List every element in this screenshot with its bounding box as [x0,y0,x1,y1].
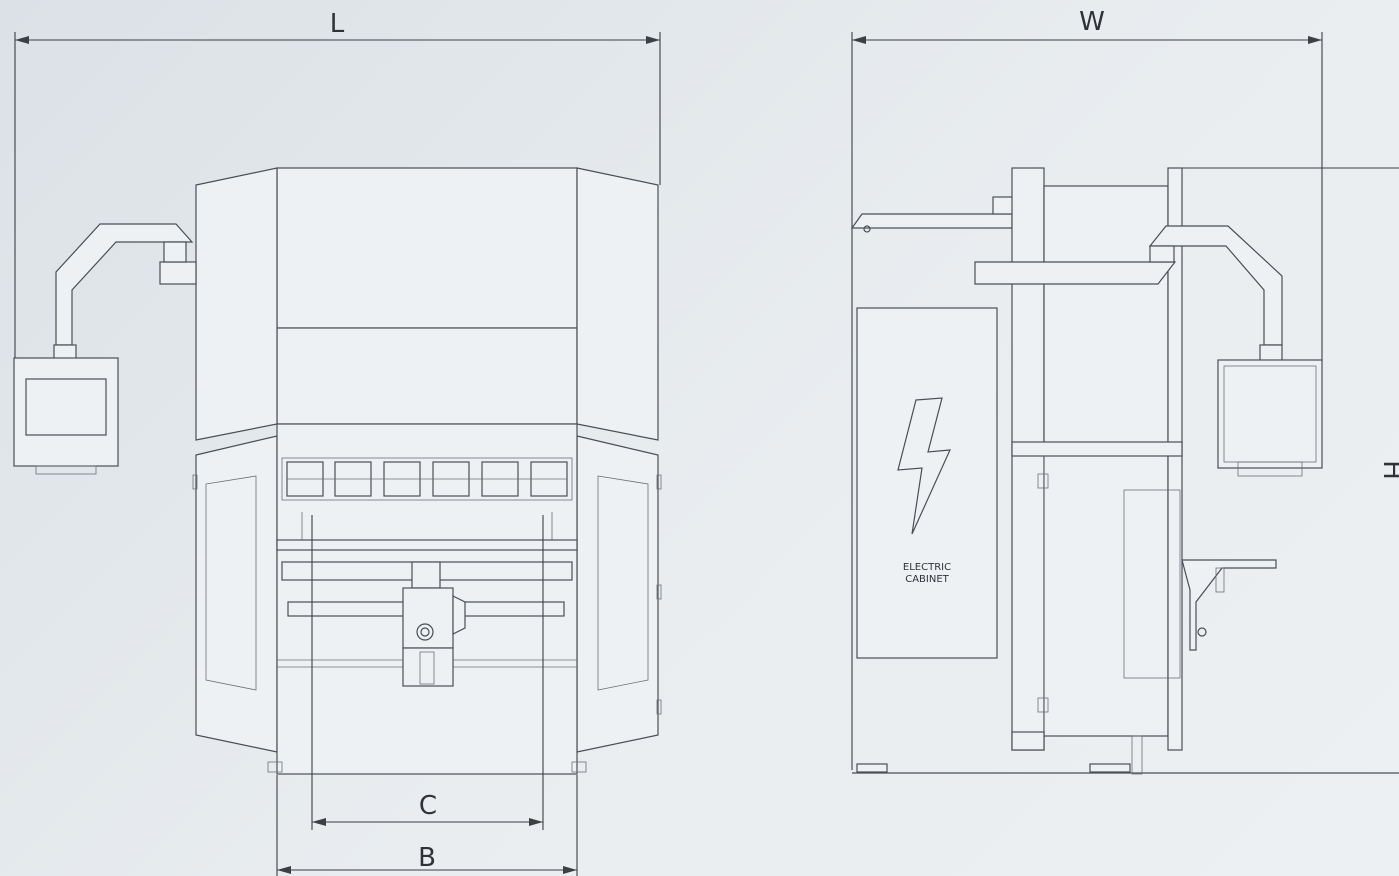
backgauge-carriage [402,561,466,687]
cabinet-label-line2: CABINET [905,574,949,585]
dimension-L: L [14,9,661,360]
side-frame-column [1011,167,1045,751]
dimension-W: W [851,7,1323,770]
bed-top [276,539,578,551]
dimension-C: C [311,515,544,830]
control-panel [13,357,119,475]
front-support-arm [1181,559,1277,651]
control-panel-arm [53,223,197,362]
dimension-B-label: B [418,843,436,873]
lightning-bolt-icon [897,397,951,535]
dimension-C-label: C [419,791,437,821]
right-side-frame [576,167,659,441]
side-view: W H ELECTRIC CABINET [850,7,1399,775]
ram-plate [276,327,578,425]
dimension-H: H [1182,167,1399,774]
control-screen [25,378,107,436]
left-side-frame [195,167,278,441]
side-control-panel [1217,359,1323,477]
dimension-H-label: H [1377,460,1399,480]
dimension-B: B [276,775,578,876]
tool-clamps [281,457,573,501]
side-control-arm [1148,225,1283,362]
dimension-L-label: L [330,9,345,39]
upper-support-arm [974,261,1177,285]
cabinet-label-line1: ELECTRIC [903,562,951,573]
front-view: L [13,9,662,876]
upper-beam [276,167,578,329]
dimension-W-label: W [1079,7,1105,37]
